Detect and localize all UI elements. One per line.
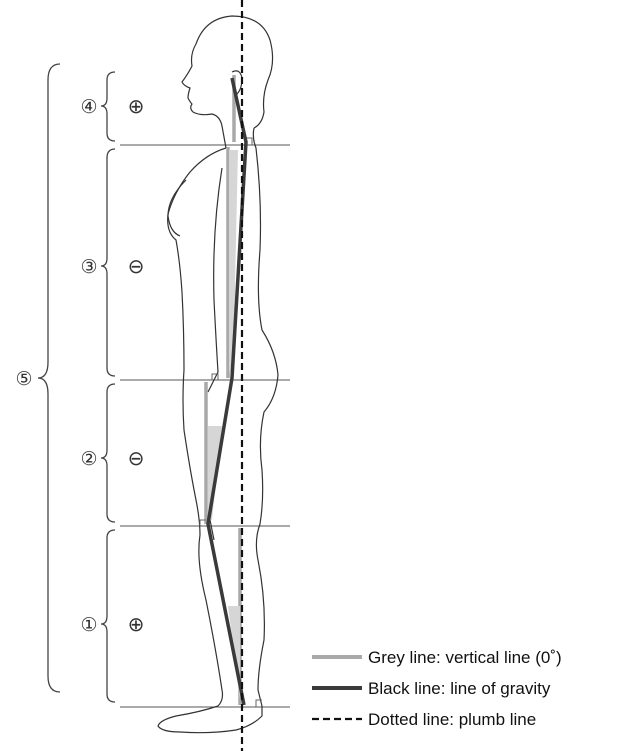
brace-2 — [101, 384, 115, 522]
brace-4 — [101, 72, 115, 141]
segment-labels: ④ ⊕ ③ ⊖ ② ⊖ ① ⊕ ⑤ — [15, 94, 144, 636]
segment-sign-1: ⊕ — [128, 612, 145, 636]
legend-text-grey: Grey line: vertical line (0˚) — [368, 648, 562, 667]
face-profile — [182, 44, 226, 148]
segment-sign-4: ⊕ — [128, 94, 145, 118]
segment-sign-2: ⊖ — [128, 446, 145, 470]
arm — [208, 168, 222, 392]
segment-sign-3: ⊖ — [128, 254, 145, 278]
segment-label-1: ① — [80, 614, 97, 636]
segment-label-2: ② — [80, 448, 97, 470]
segment-label-4: ④ — [80, 96, 97, 118]
back-outline — [253, 128, 278, 706]
chest — [168, 180, 186, 236]
foot — [158, 706, 262, 733]
brace-5 — [38, 64, 60, 692]
brace-1 — [101, 530, 115, 702]
segment-braces — [38, 64, 115, 702]
legend: Grey line: vertical line (0˚) Black line… — [312, 648, 562, 729]
segment-label-3: ③ — [80, 256, 97, 278]
legend-text-dotted: Dotted line: plumb line — [368, 710, 536, 729]
legend-text-black: Black line: line of gravity — [368, 679, 551, 698]
brace-3 — [101, 149, 115, 376]
whole-body-label: ⑤ — [15, 368, 32, 390]
